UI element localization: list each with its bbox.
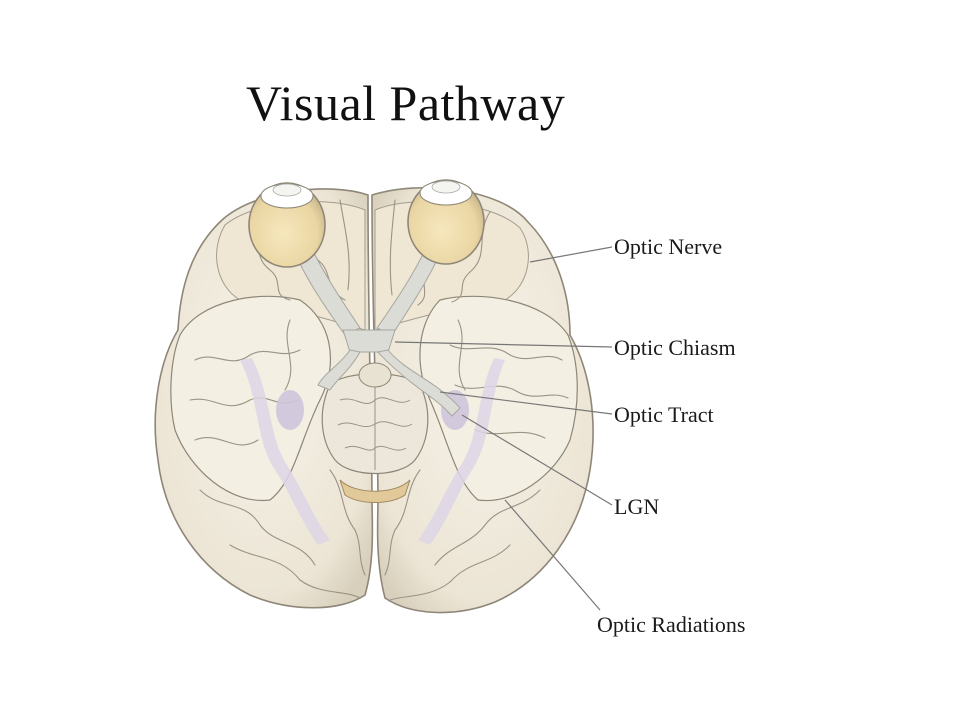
optic-radiation-left <box>240 358 330 545</box>
label-optic-radiations: Optic Radiations <box>597 612 746 637</box>
label-optic-chiasm: Optic Chiasm <box>614 335 736 360</box>
eyeball-right <box>407 179 485 265</box>
slide-title: Visual Pathway <box>246 75 566 131</box>
label-optic-nerve: Optic Nerve <box>614 234 723 259</box>
leader-lines <box>394 246 613 611</box>
optic-chiasm <box>342 329 396 353</box>
label-lgn: LGN <box>614 494 660 519</box>
label-optic-tract: Optic Tract <box>614 402 714 427</box>
optic-tract-left <box>317 349 361 391</box>
optic-tract-right <box>377 349 461 417</box>
eyeball-left <box>248 182 326 268</box>
optic-radiation-right <box>418 358 505 545</box>
